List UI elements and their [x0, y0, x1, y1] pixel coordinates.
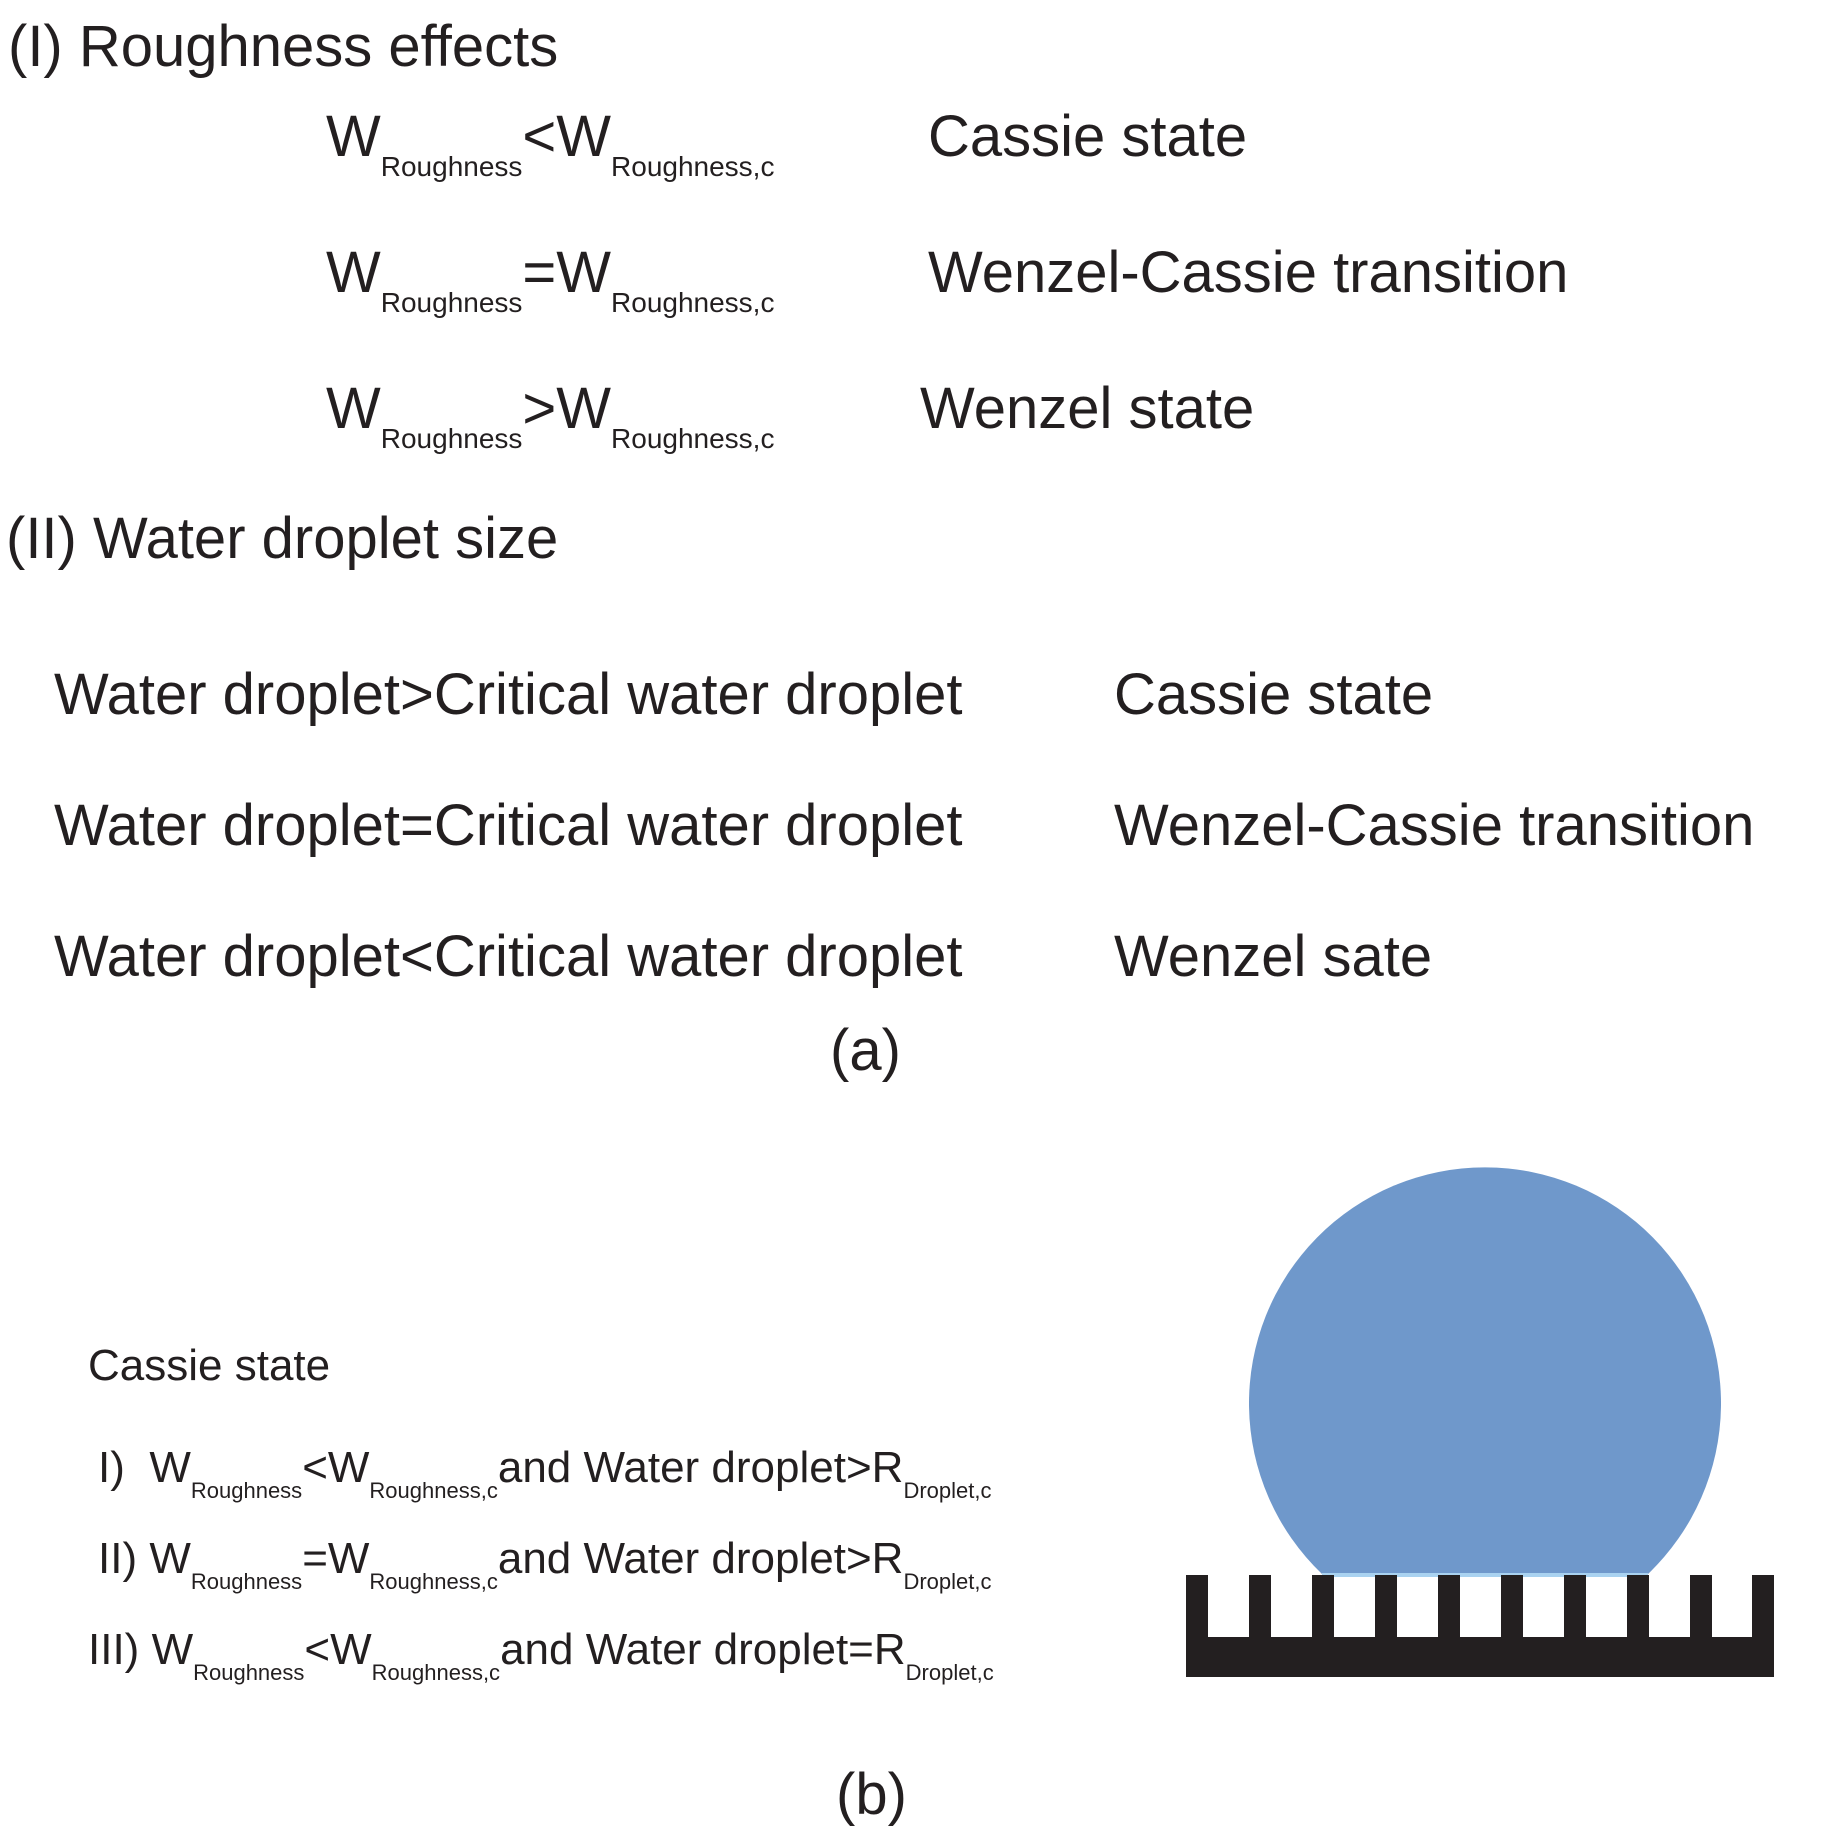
- subscript: Roughness,c: [611, 151, 775, 182]
- operator: <: [302, 1443, 328, 1492]
- operator: <: [522, 104, 557, 169]
- caption-b: (b): [836, 1762, 907, 1827]
- w-symbol: W: [556, 240, 612, 305]
- subscript: Droplet,c: [903, 1478, 992, 1503]
- subscript: Roughness: [380, 287, 523, 318]
- w-symbol: W: [149, 1534, 191, 1583]
- droplet-row-3-state: Wenzel sate: [1114, 924, 1433, 989]
- roughness-row-2-state: Wenzel-Cassie transition: [928, 240, 1569, 305]
- operator: =: [522, 240, 557, 305]
- w-symbol: W: [149, 1443, 191, 1492]
- operator: =: [302, 1534, 328, 1583]
- condition-text: and Water droplet>R: [497, 1443, 904, 1492]
- subscript: Roughness: [380, 151, 523, 182]
- subscript: Roughness: [380, 423, 523, 454]
- pillar: [1438, 1575, 1460, 1640]
- droplet-row-1-expr: Water droplet>Critical water droplet: [54, 662, 963, 727]
- subscript: Roughness: [190, 1569, 303, 1594]
- subscript: Roughness,c: [611, 423, 775, 454]
- subscript: Roughness,c: [369, 1569, 498, 1594]
- condition-number: II): [98, 1534, 138, 1583]
- pillar: [1627, 1575, 1649, 1640]
- cassie-state-title: Cassie state: [88, 1341, 331, 1390]
- roughness-row-1: WRoughness<WRoughness,c: [326, 108, 774, 181]
- condition-row-1: I) WRoughness<WRoughness,cand Water drop…: [98, 1443, 991, 1502]
- subscript: Droplet,c: [905, 1660, 994, 1685]
- w-symbol: W: [556, 104, 612, 169]
- subscript: Roughness,c: [611, 287, 775, 318]
- pillar: [1312, 1575, 1334, 1640]
- pillar: [1564, 1575, 1586, 1640]
- droplet-row-2-state: Wenzel-Cassie transition: [1114, 793, 1755, 858]
- w-symbol: W: [326, 376, 381, 441]
- condition-row-2: II) WRoughness=WRoughness,cand Water dro…: [98, 1534, 991, 1593]
- operator: <: [304, 1625, 331, 1674]
- pillar: [1186, 1575, 1208, 1640]
- heading-water-droplet-size: (II) Water droplet size: [6, 506, 559, 571]
- subscript: Roughness,c: [369, 1478, 498, 1503]
- subscript: Roughness: [190, 1478, 303, 1503]
- substrate-base: [1186, 1637, 1774, 1677]
- condition-text: and Water droplet>R: [497, 1534, 904, 1583]
- subscript: Droplet,c: [903, 1569, 992, 1594]
- heading-roughness-effects: (I) Roughness effects: [8, 14, 559, 79]
- droplet-row-2-expr: Water droplet=Critical water droplet: [54, 793, 963, 858]
- roughness-row-3: WRoughness>WRoughness,c: [326, 380, 774, 453]
- w-symbol: W: [327, 1443, 370, 1492]
- pillar: [1249, 1575, 1271, 1640]
- pillar: [1375, 1575, 1397, 1640]
- droplet-row-1-state: Cassie state: [1114, 662, 1434, 727]
- subscript: Roughness,c: [371, 1660, 501, 1685]
- operator: >: [522, 376, 557, 441]
- roughness-row-2: WRoughness=WRoughness,c: [326, 244, 774, 317]
- pillar: [1501, 1575, 1523, 1640]
- pillared-substrate: [1186, 1575, 1774, 1677]
- condition-number: I): [98, 1443, 125, 1492]
- w-symbol: W: [151, 1625, 194, 1674]
- w-symbol: W: [326, 104, 381, 169]
- caption-a: (a): [830, 1018, 901, 1083]
- w-symbol: W: [327, 1534, 370, 1583]
- droplet-row-3-expr: Water droplet<Critical water droplet: [54, 924, 963, 989]
- condition-row-3: III) WRoughness<WRoughness,cand Water dr…: [88, 1625, 994, 1684]
- water-droplet: [1249, 1167, 1721, 1574]
- subscript: Roughness: [193, 1660, 305, 1685]
- roughness-row-1-state: Cassie state: [928, 104, 1248, 169]
- pillar: [1690, 1575, 1712, 1640]
- condition-text: and Water droplet=R: [500, 1625, 906, 1674]
- w-symbol: W: [326, 240, 381, 305]
- w-symbol: W: [330, 1625, 372, 1674]
- roughness-row-3-state: Wenzel state: [920, 376, 1255, 441]
- w-symbol: W: [556, 376, 612, 441]
- pillar: [1752, 1575, 1774, 1640]
- condition-number: III): [88, 1625, 140, 1674]
